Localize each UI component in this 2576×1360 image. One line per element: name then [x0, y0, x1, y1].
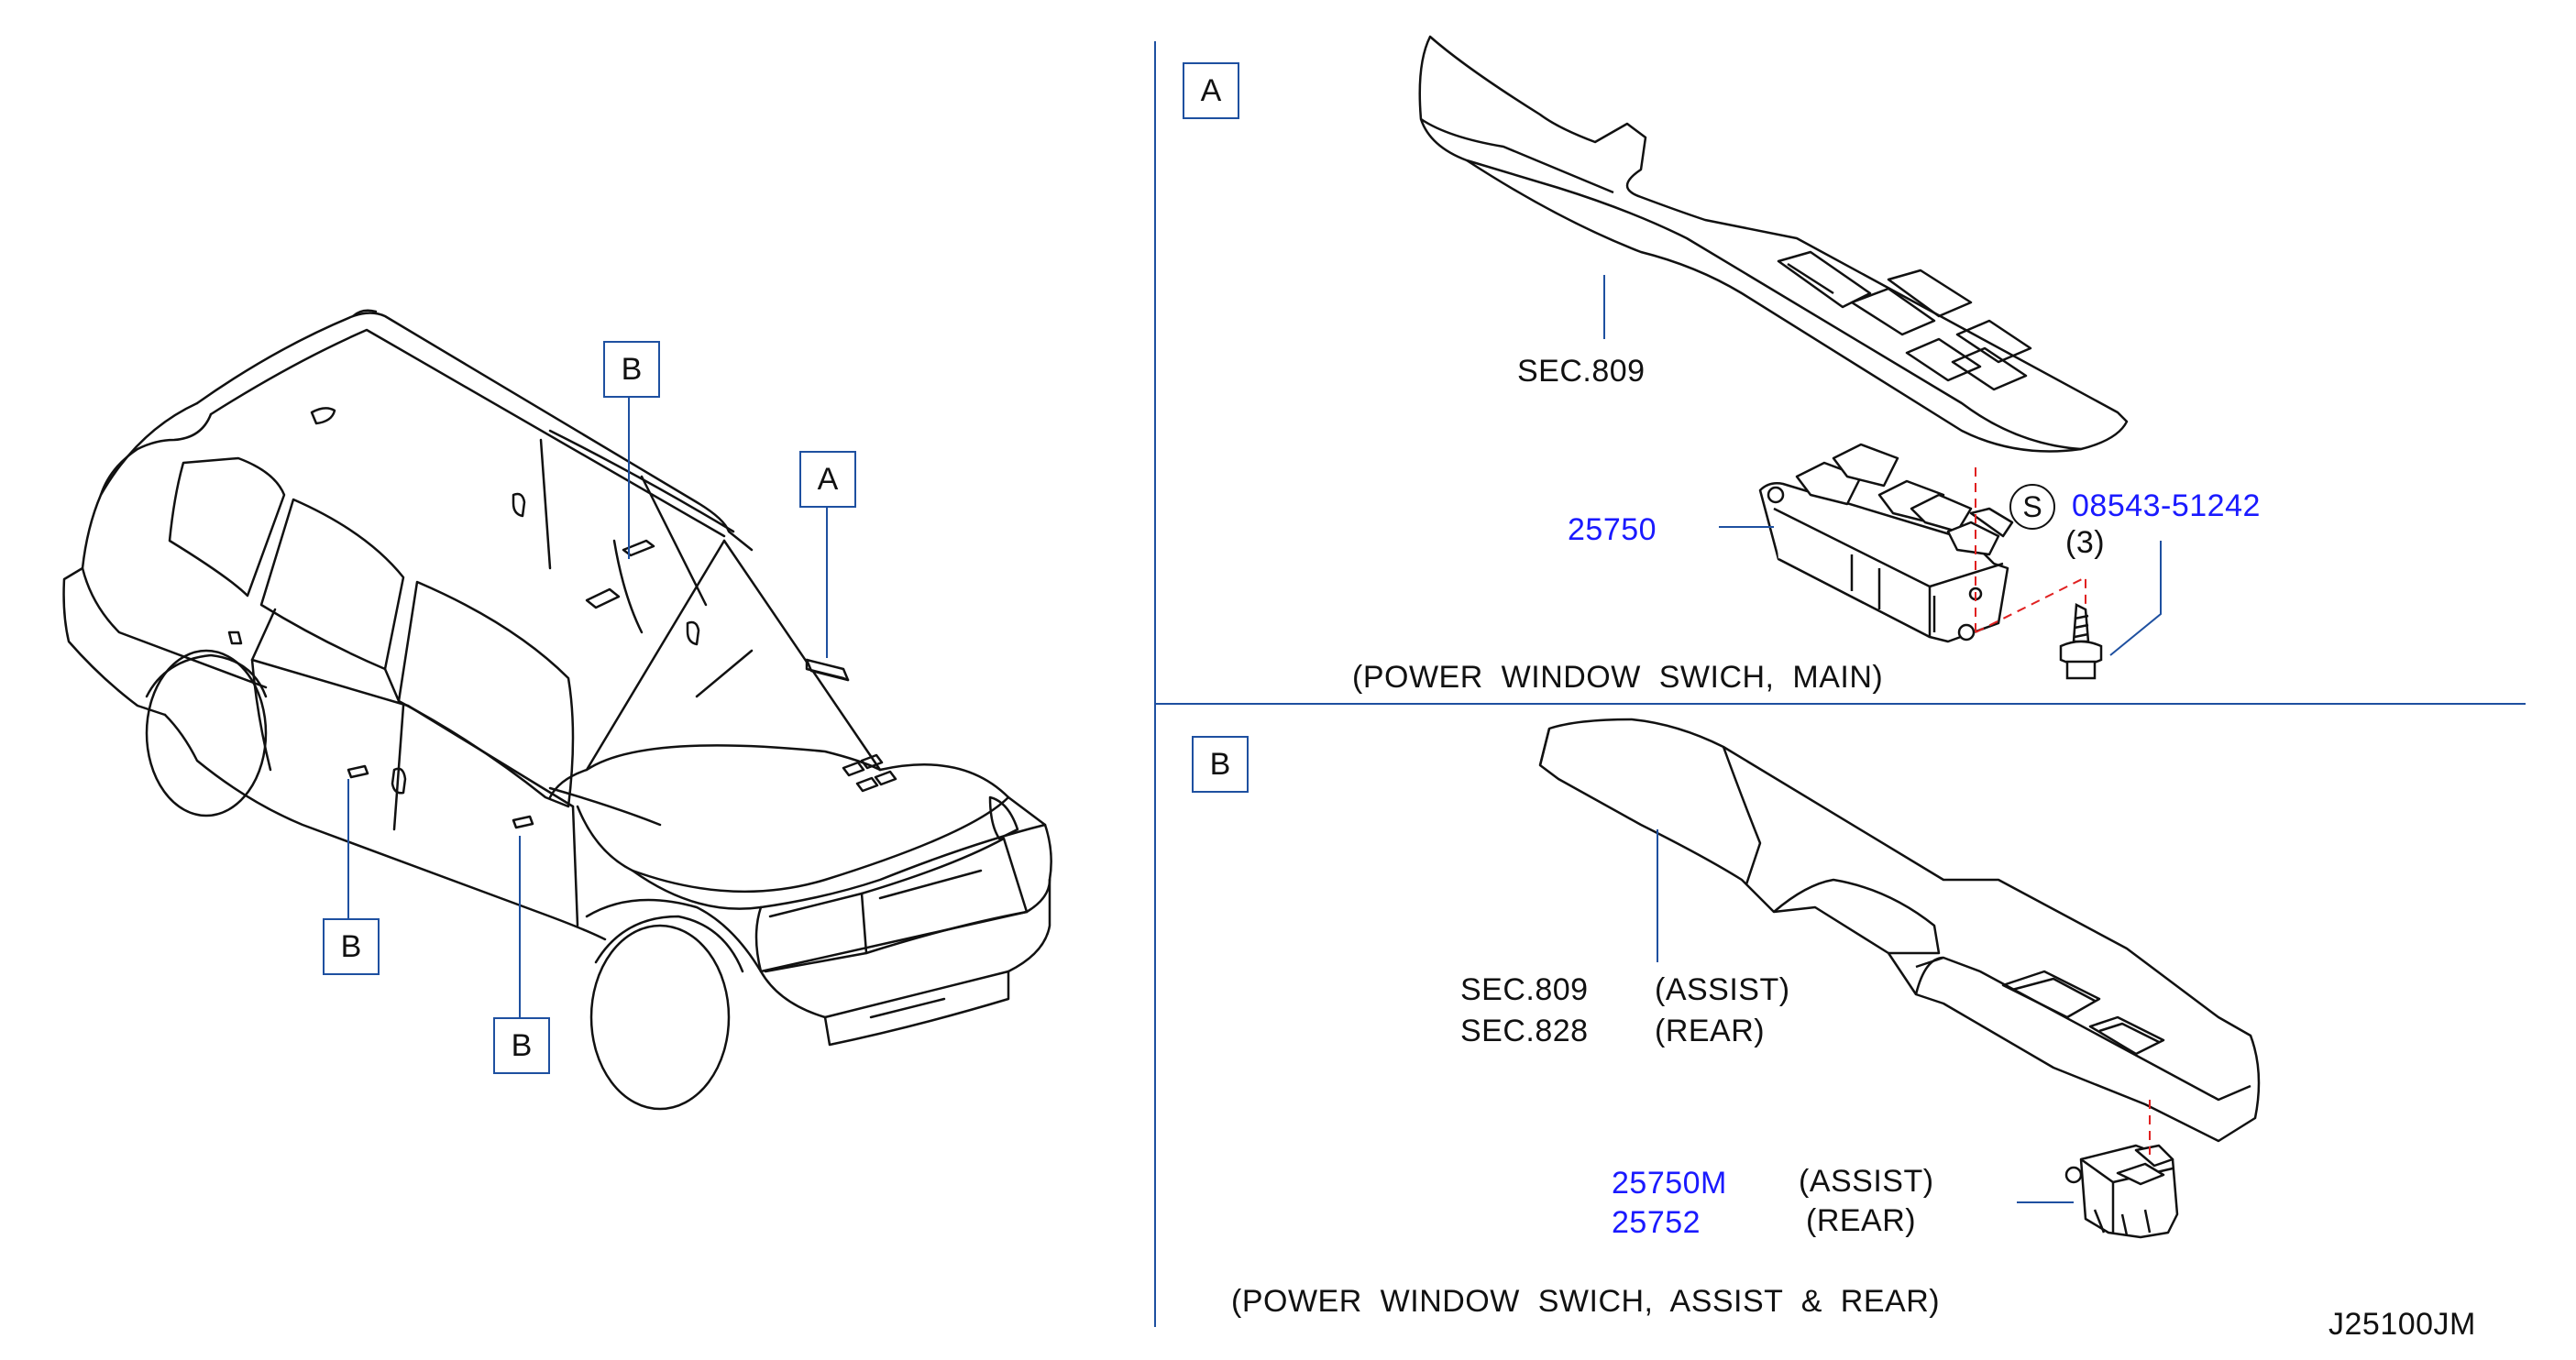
section-b-part-number-1: 25750M [1612, 1166, 1727, 1201]
section-b-sec-ref-2: SEC.828 [1460, 1014, 1589, 1048]
ref-box-a-vehicle: A [799, 451, 856, 508]
section-a-caption: (POWER WINDOW SWICH, MAIN) [1352, 660, 1884, 695]
ref-box-b-roof: B [603, 341, 660, 398]
drawing-id: J25100JM [2328, 1307, 2476, 1342]
section-a-part-number: 25750 [1568, 512, 1657, 547]
armrest-panel-assist [1538, 718, 2261, 1143]
section-a-header: A [1183, 62, 1239, 119]
section-b-sec-ref-1: SEC.809 [1460, 972, 1589, 1007]
screw-illustration [2059, 603, 2103, 680]
section-b-leaders [1657, 829, 2151, 1203]
main-window-switch [1758, 443, 2014, 643]
ref-box-b-front-door: B [493, 1017, 550, 1074]
section-a-leaders [1603, 275, 2162, 656]
section-a-sec-ref: SEC.809 [1517, 354, 1646, 389]
divider-lines [1154, 41, 2526, 1327]
ref-box-b-rear-door: B [323, 918, 380, 975]
assist-rear-switch [2064, 1144, 2179, 1239]
section-b-part-number-1-note: (ASSIST) [1799, 1164, 1934, 1199]
section-b-header: B [1192, 736, 1249, 793]
section-b-caption: (POWER WINDOW SWICH, ASSIST & REAR) [1231, 1284, 1941, 1319]
vehicle-illustration [62, 309, 1052, 1111]
screw-part-number: 08543-51242 [2072, 488, 2261, 523]
section-b-part-number-2-note: (REAR) [1806, 1203, 1917, 1238]
screw-quantity: (3) [2065, 525, 2106, 560]
vehicle-callout-leaders [347, 396, 828, 1017]
section-b-sec-ref-2-note: (REAR) [1655, 1014, 1766, 1048]
section-b-sec-ref-1-note: (ASSIST) [1655, 972, 1790, 1007]
section-b-part-number-2: 25752 [1612, 1205, 1701, 1240]
screw-symbol: S [2009, 484, 2055, 530]
armrest-panel-main [1418, 35, 2129, 453]
